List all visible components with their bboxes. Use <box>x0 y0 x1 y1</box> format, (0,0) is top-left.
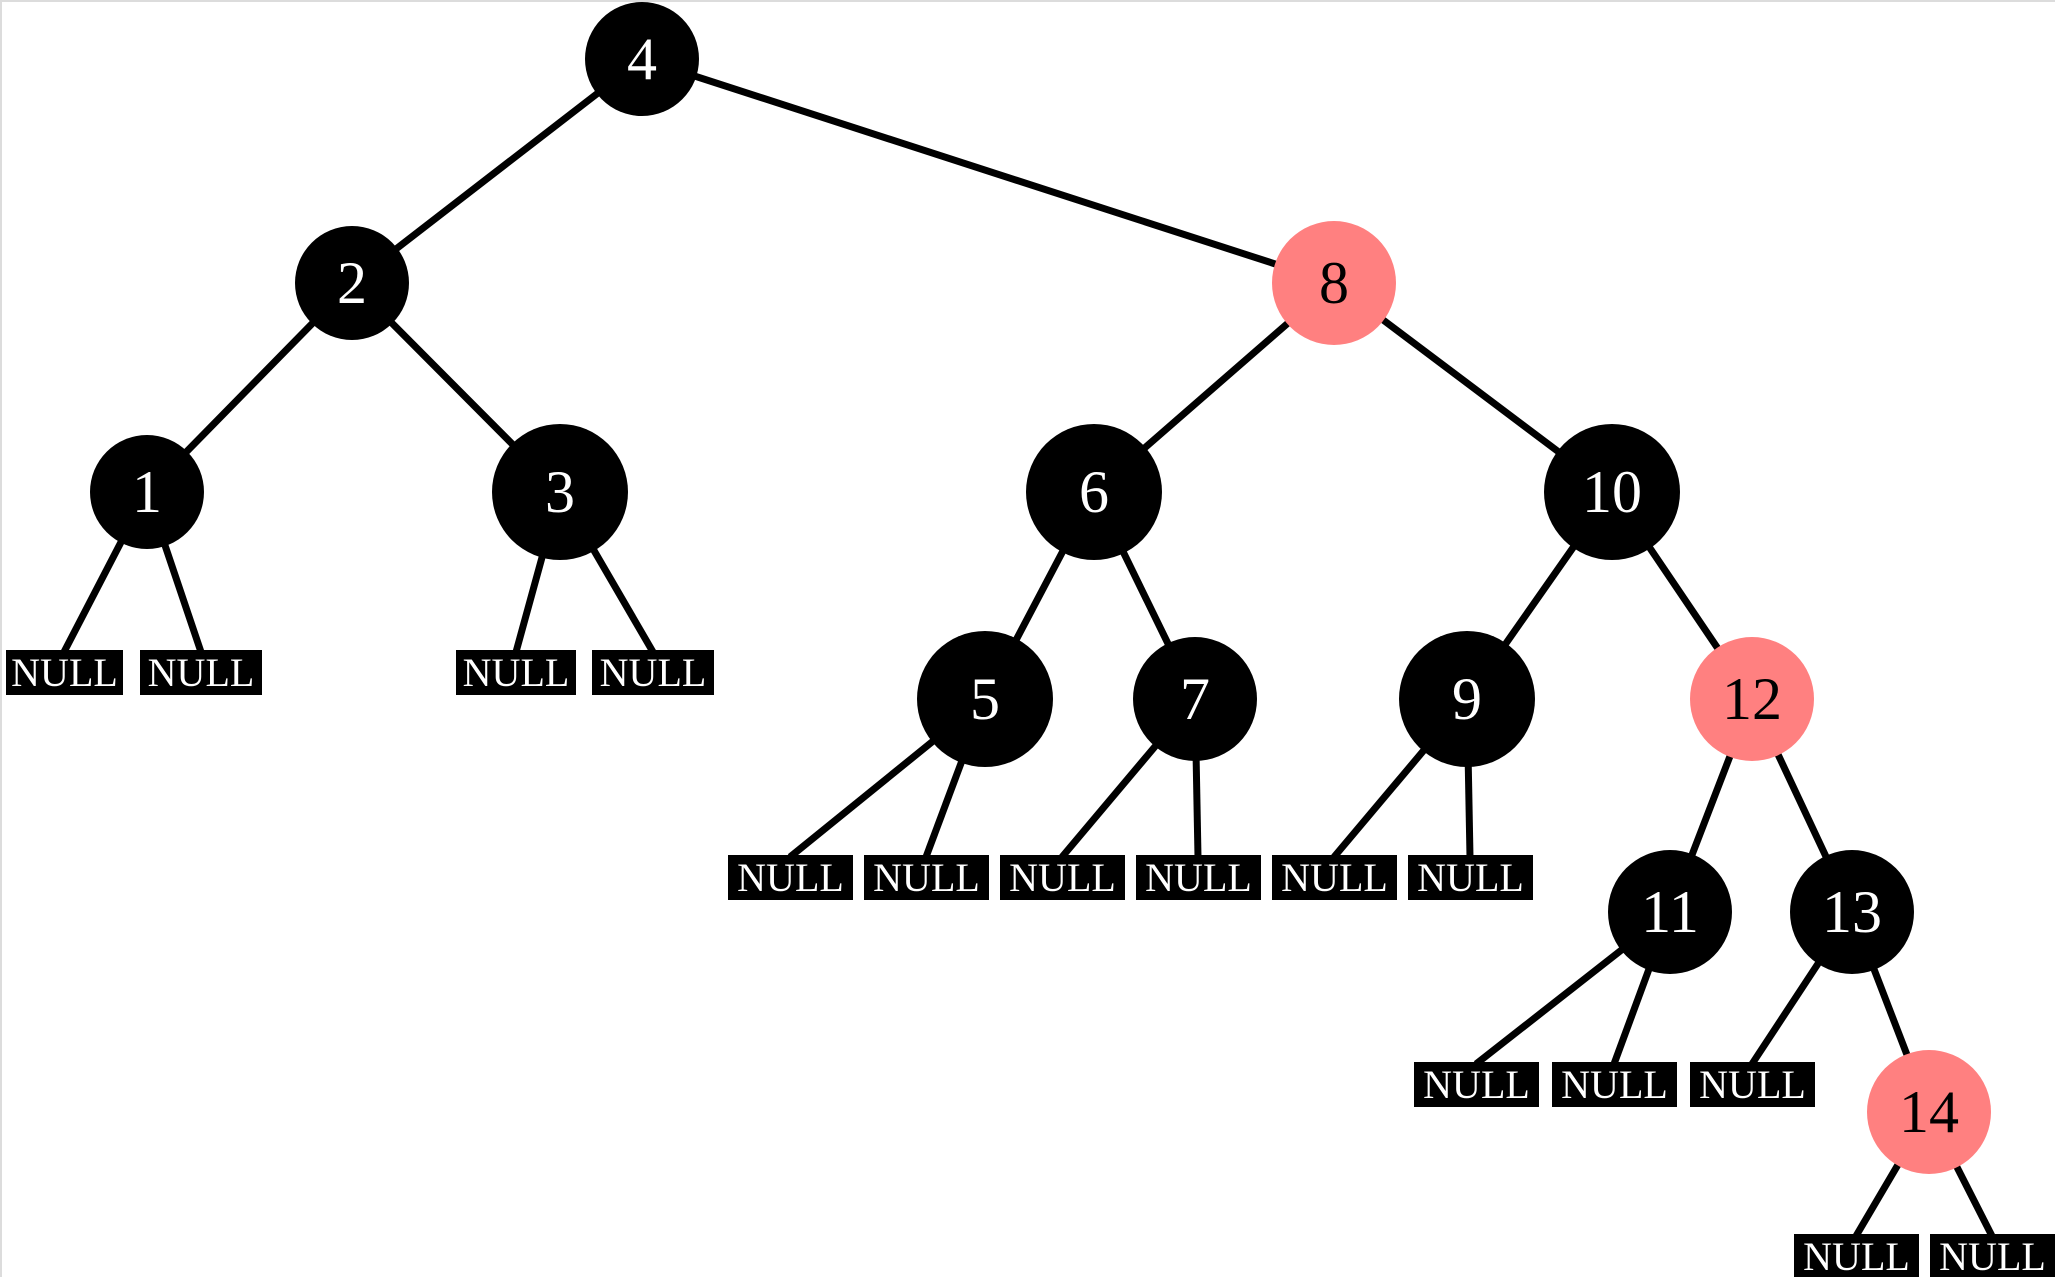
null-leaf-label: NULL <box>1561 1061 1668 1107</box>
tree-node-9-black[interactable]: 9 <box>1399 631 1535 767</box>
null-leaf-label: NULL <box>11 649 118 695</box>
tree-node-14-red[interactable]: 14 <box>1867 1050 1991 1174</box>
tree-node-label: 4 <box>627 26 657 92</box>
null-leaf-box: NULL <box>864 855 989 900</box>
tree-node-label: 12 <box>1722 666 1782 732</box>
null-leaf-label: NULL <box>1699 1061 1806 1107</box>
null-leaf-box: NULL <box>1414 1062 1539 1107</box>
null-leaf-box: NULL <box>1690 1062 1815 1107</box>
null-leaf-label: NULL <box>1009 854 1116 900</box>
null-leaf-label: NULL <box>1417 854 1524 900</box>
null-leaf-label: NULL <box>873 854 980 900</box>
tree-node-label: 9 <box>1452 666 1482 732</box>
tree-node-label: 8 <box>1319 250 1349 316</box>
null-leaf-label: NULL <box>462 649 570 695</box>
tree-node-11-black[interactable]: 11 <box>1608 850 1732 974</box>
tree-node-label: 6 <box>1079 459 1109 525</box>
tree-node-2-black[interactable]: 2 <box>295 226 409 340</box>
tree-node-4-black[interactable]: 4 <box>585 2 699 116</box>
null-leaf-box: NULL <box>140 650 262 695</box>
tree-node-label: 7 <box>1180 666 1210 732</box>
tree-node-8-red[interactable]: 8 <box>1272 221 1396 345</box>
tree-node-label: 10 <box>1582 459 1642 525</box>
null-leaf-label: NULL <box>147 649 255 695</box>
tree-node-label: 5 <box>970 666 1000 732</box>
tree-node-label: 11 <box>1641 879 1699 945</box>
tree-node-10-black[interactable]: 10 <box>1544 424 1680 560</box>
tree-node-label: 1 <box>132 459 162 525</box>
null-leaf-box: NULL <box>1552 1062 1677 1107</box>
tree-node-3-black[interactable]: 3 <box>492 424 628 560</box>
null-leaf-box: NULL <box>728 855 853 900</box>
tree-node-13-black[interactable]: 13 <box>1790 850 1914 974</box>
tree-node-label: 14 <box>1899 1079 1959 1145</box>
null-leaf-label: NULL <box>1939 1233 2046 1277</box>
null-leaf-box: NULL <box>1930 1234 2055 1277</box>
null-leaf-box: NULL <box>592 650 714 695</box>
null-leaf-label: NULL <box>1145 854 1252 900</box>
tree-node-label: 2 <box>337 250 367 316</box>
null-leaf-box: NULL <box>1000 855 1125 900</box>
null-leaf-box: NULL <box>1408 855 1533 900</box>
tree-node-label: 13 <box>1822 879 1882 945</box>
tree-node-1-black[interactable]: 1 <box>90 435 204 549</box>
null-leaf-box: NULL <box>456 650 576 695</box>
null-leaf-label: NULL <box>1281 854 1388 900</box>
null-leaf-box: NULL <box>6 650 123 695</box>
tree-node-7-black[interactable]: 7 <box>1133 637 1257 761</box>
null-leaf-label: NULL <box>737 854 844 900</box>
tree-edge <box>640 55 1336 287</box>
tree-node-label: 3 <box>545 459 575 525</box>
null-leaf-label: NULL <box>1423 1061 1530 1107</box>
null-leaf-box: NULL <box>1136 855 1261 900</box>
null-leaf-box: NULL <box>1794 1234 1919 1277</box>
tree-node-12-red[interactable]: 12 <box>1690 637 1814 761</box>
null-leaf-label: NULL <box>599 649 707 695</box>
null-leaf-box: NULL <box>1272 855 1397 900</box>
tree-node-5-black[interactable]: 5 <box>917 631 1053 767</box>
tree-node-6-black[interactable]: 6 <box>1026 424 1162 560</box>
null-leaf-label: NULL <box>1803 1233 1910 1277</box>
